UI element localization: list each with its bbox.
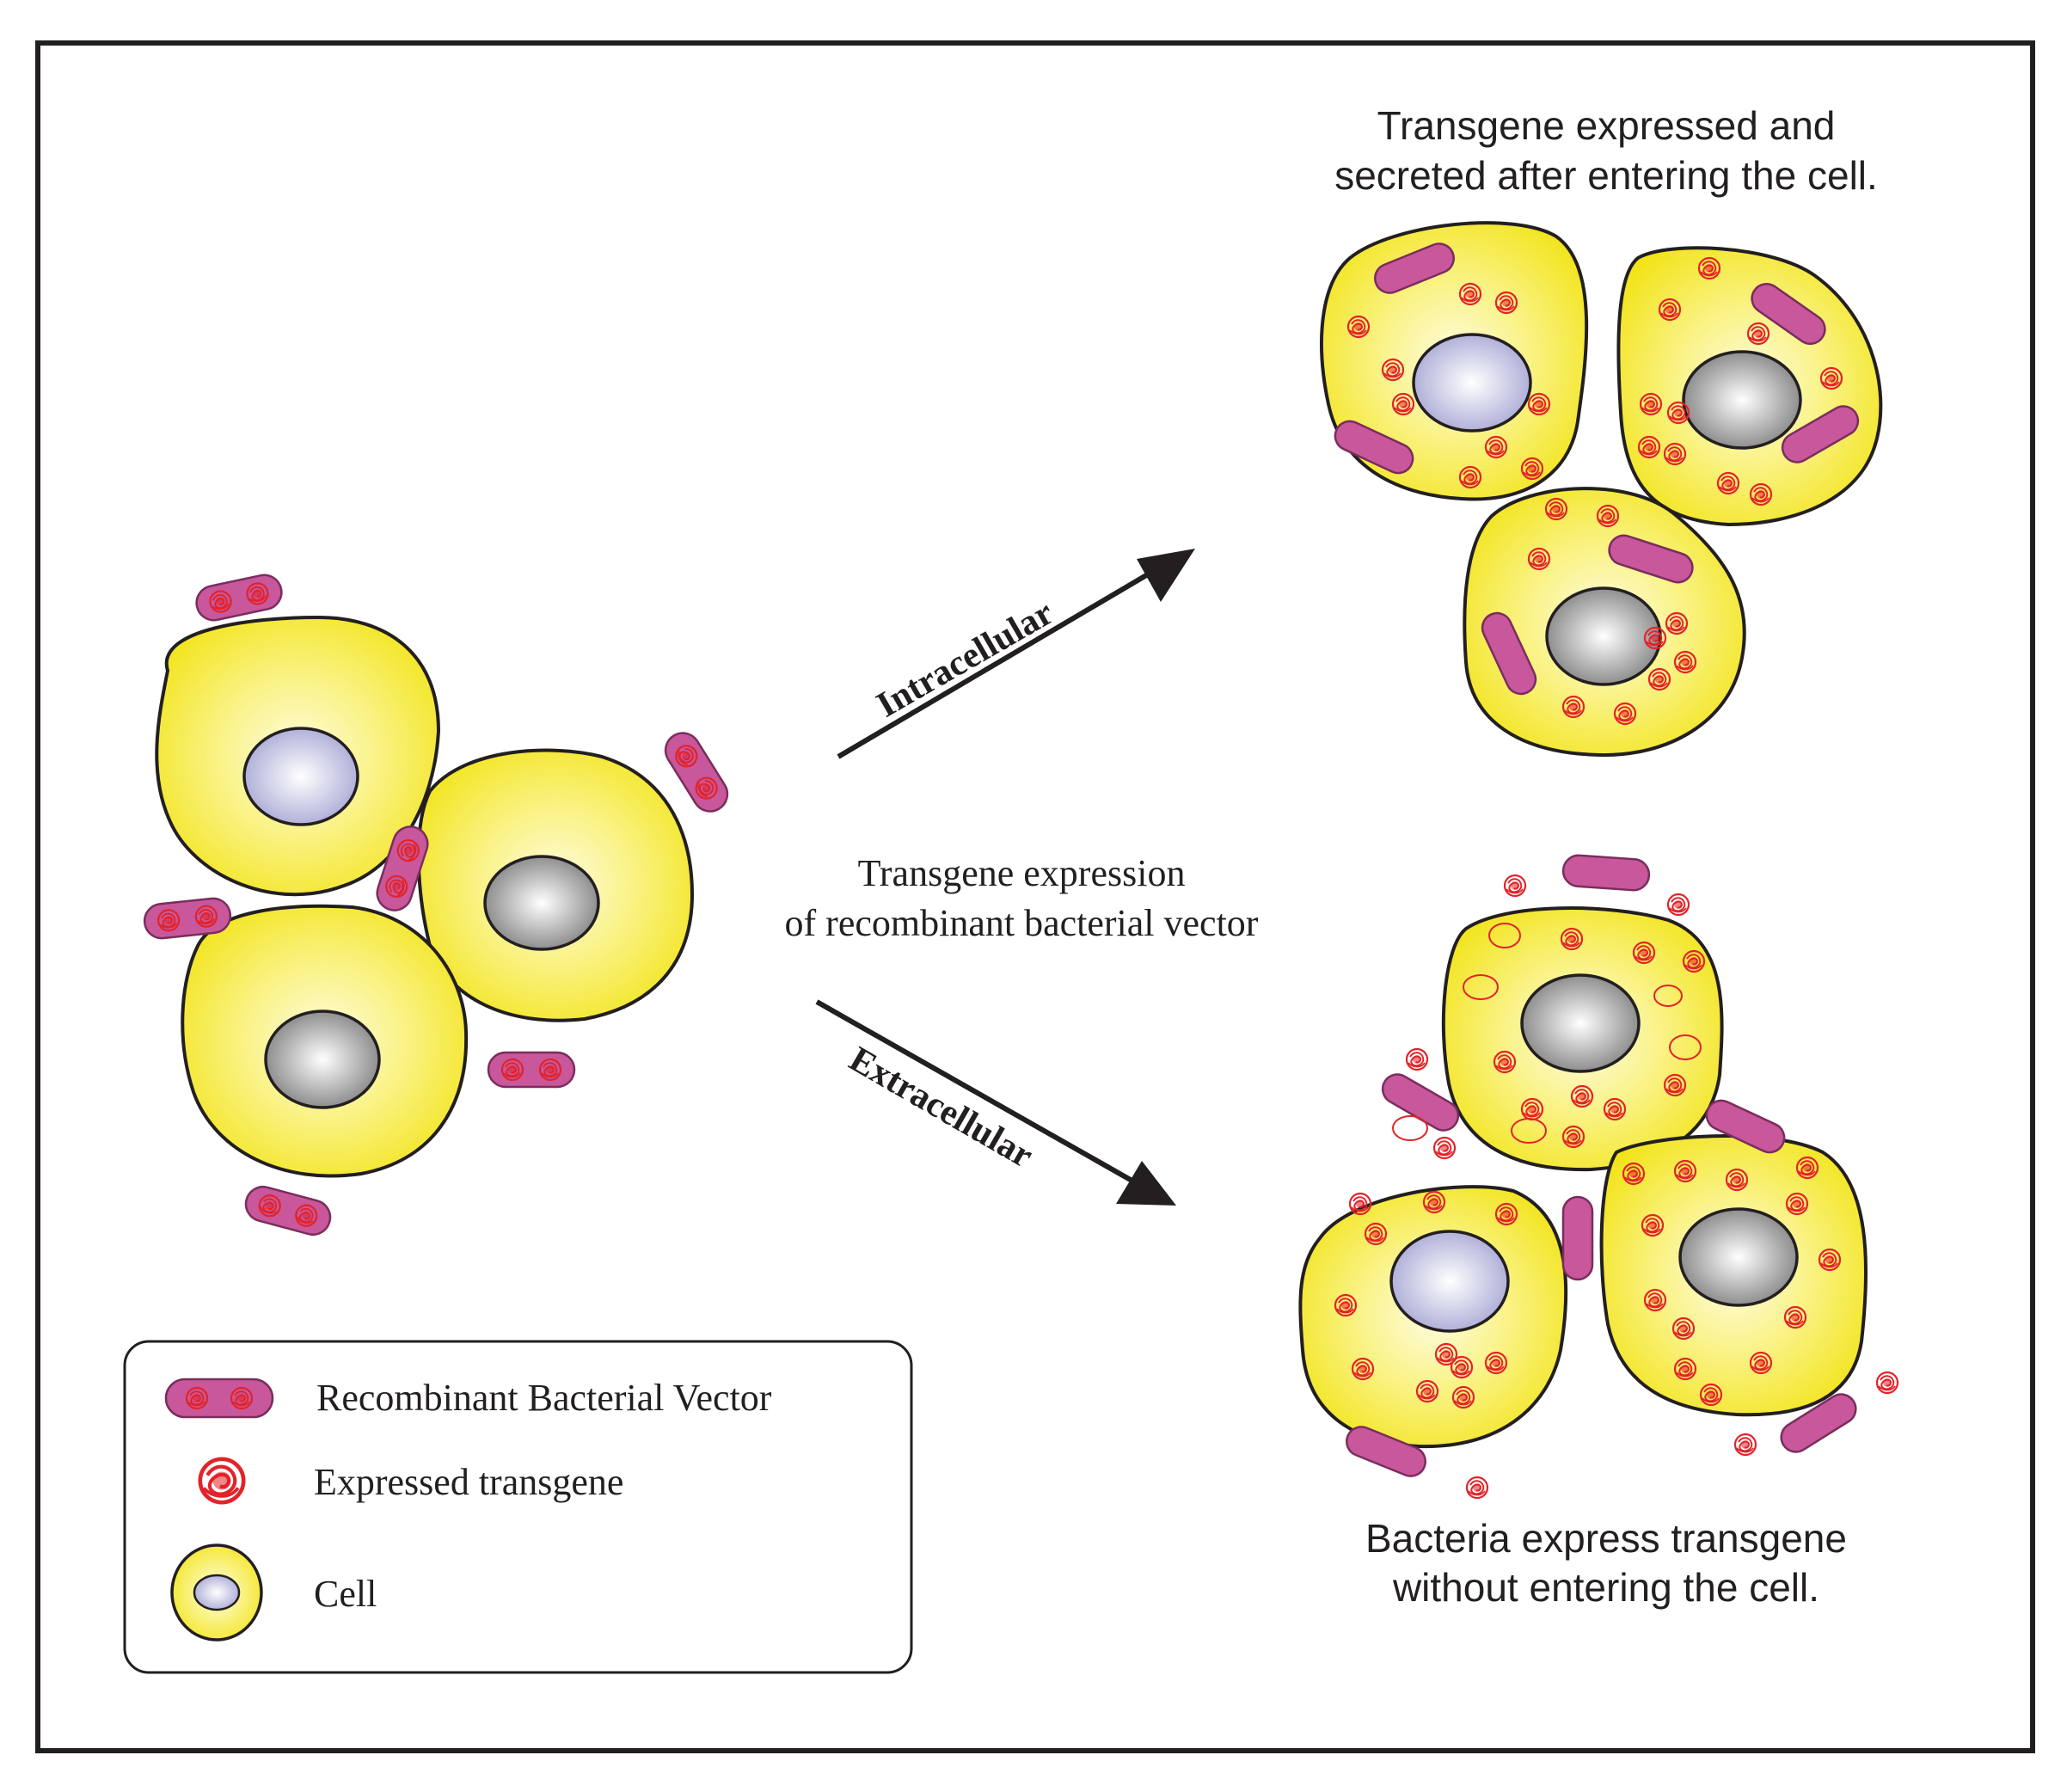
legend: Recombinant Bacterial Vector Expressed t… [123,1340,913,1674]
legend-label-bacteria: Recombinant Bacterial Vector [316,1377,772,1419]
extracellular-cell-cluster [1298,854,1899,1500]
recombinant-bacteria [376,825,429,911]
nucleus-gray [1520,973,1641,1073]
infected-cell [1463,487,1746,758]
recombinant-bacteria [195,574,283,622]
center-caption-line1: Transgene expression [858,852,1186,894]
initial-cell-right [416,748,695,1022]
extracellular-result-title-line2: without entering the cell. [1392,1565,1819,1610]
nucleus-gray [483,855,600,951]
legend-label-transgene: Expressed transgene [314,1461,623,1503]
center-caption-line2: of recombinant bacterial vector [785,902,1259,944]
legend-box [123,1340,913,1674]
intracellular-result-title-line1: Transgene expressed and [1377,103,1836,148]
nucleus-gray [1682,350,1802,450]
nucleus-purple [1412,333,1532,433]
initial-cell-top [155,615,441,897]
arrow-extracellular-label: Extracellular [843,1040,1040,1176]
cell [1599,1134,1868,1417]
nucleus-gray [264,1010,381,1109]
intracellular-cell-cluster [1320,221,1883,758]
recombinant-bacteria [487,1051,576,1089]
nucleus-gray [1678,1207,1799,1307]
legend-label-cell: Cell [314,1573,377,1615]
recombinant-bacteria-icon [164,1378,274,1419]
recombinant-bacteria [143,897,232,940]
infected-cell [1616,246,1883,527]
initial-cell-cluster [143,574,729,1237]
cell [1441,906,1724,1172]
recombinant-bacteria [664,732,729,813]
infected-cell [1320,221,1589,501]
cell [1298,1185,1568,1449]
cell-icon [170,1543,263,1642]
outer-frame [35,40,2035,1753]
nucleus-purple [242,727,359,826]
arrow-intracellular [837,549,1195,759]
arrow-intracellular-label: Intracellular [870,593,1060,726]
recombinant-bacteria [244,1185,332,1237]
arrow-extracellular [815,999,1176,1206]
nucleus-gray [1545,586,1662,686]
intracellular-result-title-line2: secreted after entering the cell. [1334,153,1878,198]
nucleus-purple [1389,1230,1510,1333]
extracellular-result-title-line1: Bacteria express transgene [1365,1516,1847,1561]
initial-cell-bottom [181,904,469,1178]
